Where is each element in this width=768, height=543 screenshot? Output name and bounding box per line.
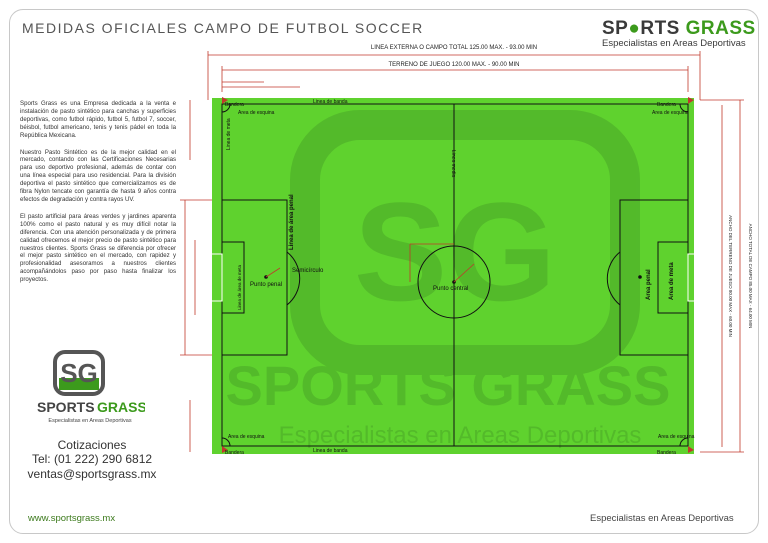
field-dimension-marks	[265, 243, 475, 283]
intro-paragraph-1: Sports Grass es una Empresa dedicada a l…	[20, 100, 176, 139]
contact-phone[interactable]: Tel: (01 222) 290 6812	[31, 452, 153, 466]
corner-arc-br	[679, 437, 689, 447]
logo-tagline: Especialistas en Areas Deportivas	[48, 418, 131, 424]
brand-name-part3: GRASS	[685, 18, 756, 39]
label-bandera-bl: Bandera	[225, 450, 244, 456]
dimension-lines-right	[700, 99, 744, 453]
logo-monogram: SG	[60, 358, 98, 388]
contact-heading: Cotizaciones	[57, 438, 127, 452]
intro-text: Sports Grass es una Empresa dedicada a l…	[20, 100, 176, 293]
field-surface	[212, 98, 694, 454]
corner-flags	[222, 97, 694, 453]
label-area-penal-left: Linea de área penal	[289, 194, 295, 250]
page-title: MEDIDAS OFICIALES CAMPO DE FUTBOL SOCCER	[22, 20, 424, 36]
dim-width-field: ANCHO DEL TERRENO DE JUEGO 80.00 MAX - 6…	[728, 215, 733, 337]
label-area-meta-left: Linea de área de meta	[237, 264, 242, 310]
logo-name-part2: GRASS	[97, 399, 145, 415]
label-area-esquina-br: Area de esquina	[658, 434, 695, 440]
label-punto-central: Punto central	[433, 286, 468, 292]
label-area-esquina-tr: Area de esquina	[652, 110, 689, 116]
brand-name: SP●RTS GRASS	[602, 18, 756, 40]
penalty-arc-left	[286, 251, 301, 306]
watermark-text: SPORTS GRASS	[226, 354, 671, 417]
brand-name-part1: SP	[602, 18, 629, 39]
flag-icon-tl	[222, 97, 228, 104]
label-bandera-tl: Bandera	[225, 102, 244, 108]
brand-header: SP●RTS GRASS Especialistas en Areas Depo…	[602, 18, 756, 49]
label-bandera-tr: Bandera	[657, 102, 676, 108]
footer-tagline: Especialistas en Areas Deportivas	[590, 513, 734, 524]
watermark-tagline: Especialistas en Areas Deportivas	[279, 422, 642, 449]
dim-width-total: ANCHO TOTAL DE CAMPO 85.00 MAX - 64.00 M…	[748, 224, 753, 329]
dim-field-length: TERRENO DE JUEGO 120.00 MAX. - 90.00 MIN	[388, 62, 519, 68]
label-punto-penal: Punto penal	[250, 282, 282, 288]
logo-name-part1: SPORTS	[37, 399, 95, 415]
center-circle	[417, 245, 491, 319]
footer-website-link[interactable]: www.sportsgrass.mx	[28, 513, 116, 524]
corner-arc-tl	[221, 103, 231, 113]
watermark-monogram: SG	[354, 173, 556, 330]
watermark: SG SPORTS GRASS Especialistas en Areas D…	[226, 110, 671, 449]
intro-paragraph-3: El pasto artificial para áreas verdes y …	[20, 212, 176, 284]
label-area-esquina-tl: Area de esquina	[238, 110, 275, 116]
goal-right	[687, 253, 701, 302]
label-bandera-br: Bandera	[657, 450, 676, 456]
label-area-meta-right: Area de meta	[669, 262, 675, 300]
label-semicirculo: Semicírculo	[292, 268, 324, 274]
watermark-badge	[290, 110, 640, 375]
flag-icon-tr	[688, 97, 694, 104]
logo-grass-icon	[59, 378, 99, 390]
dim-total-length: LINEA EXTERNA O CAMPO TOTAL 125.00 MAX. …	[371, 45, 537, 51]
sports-grass-logo: SG SPORTS GRASS Especialistas en Areas D…	[37, 350, 145, 424]
label-linea-banda-top: Linea de banda	[313, 99, 348, 105]
intro-paragraph-2: Nuestro Pasto Sintético es de la mejor c…	[20, 148, 176, 203]
label-area-penal-right: Area penal	[646, 269, 652, 300]
label-linea-media: Linea media	[450, 150, 456, 177]
flag-icon-bl	[222, 446, 228, 453]
penalty-spot-right	[638, 275, 642, 279]
corner-arc-bl	[221, 437, 231, 447]
goal-left	[209, 253, 223, 302]
contact-email[interactable]: ventas@sportsgrass.mx	[27, 467, 157, 481]
penalty-arc-right	[606, 251, 621, 306]
contact-block: Cotizaciones Tel: (01 222) 290 6812 vent…	[18, 438, 166, 482]
brand-name-part2: RTS	[640, 18, 680, 39]
flag-icon-br	[688, 446, 694, 453]
brand-o-icon: ●	[628, 18, 641, 39]
label-area-esquina-bl: Area de esquina	[228, 434, 265, 440]
label-linea-banda-bottom: Linea de banda	[313, 448, 348, 454]
dimension-lines-top	[207, 51, 701, 100]
page-frame	[9, 9, 759, 534]
dimension-lines-left	[180, 100, 216, 452]
field-labels: Bandera Area de esquina Linea de banda L…	[225, 99, 695, 456]
brand-tagline: Especialistas en Areas Deportivas	[602, 38, 746, 49]
label-linea-meta-left: Linea de meta	[226, 118, 232, 150]
corner-arc-tr	[679, 103, 689, 113]
